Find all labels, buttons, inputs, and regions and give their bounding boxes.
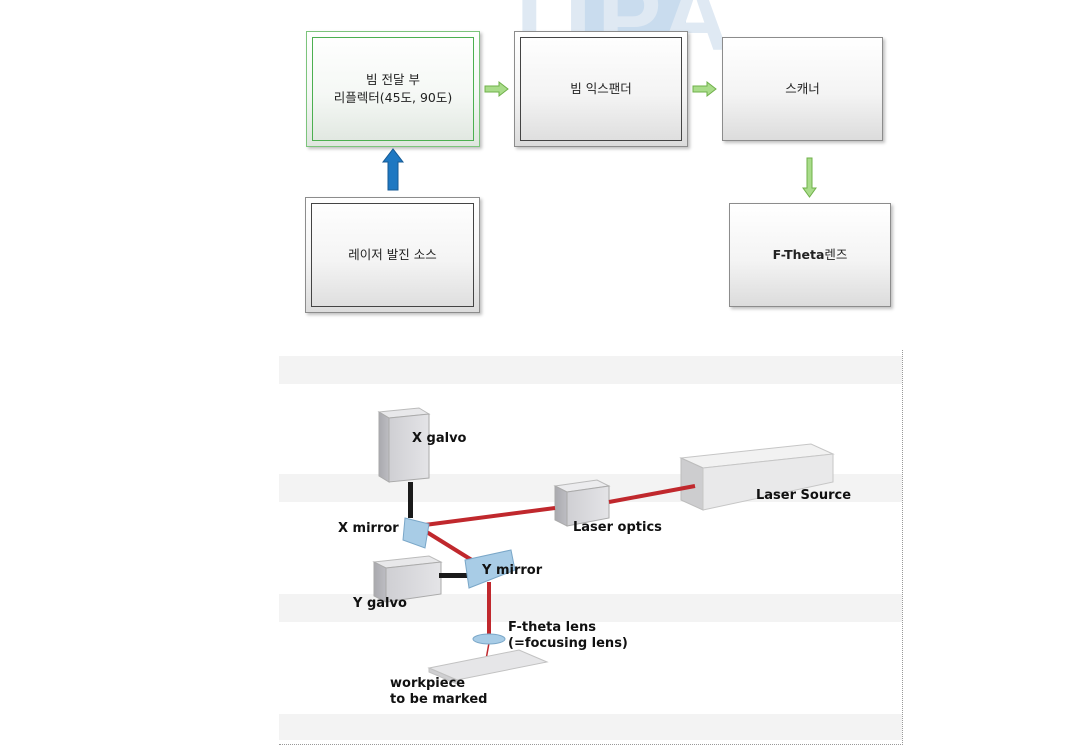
f-theta-box: F-Theta렌즈 <box>729 203 891 307</box>
beam-expander-inner-border <box>520 37 682 141</box>
bg-band-4 <box>279 714 902 740</box>
beam-delivery-text: 빔 전달 부 리플렉터(45도, 90도) <box>334 71 453 107</box>
beam-delivery-line1: 빔 전달 부 <box>366 71 420 87</box>
label-y-galvo: Y galvo <box>353 596 407 611</box>
arrow-down <box>802 157 817 198</box>
y-mirror <box>464 549 516 589</box>
label-x-galvo: X galvo <box>412 431 467 446</box>
f-theta-label-bold: F-Theta <box>772 246 825 262</box>
label-f-theta-lens: F-theta lens (=focusing lens) <box>508 620 628 651</box>
y-galvo-shaft <box>439 573 467 578</box>
y-galvo-box <box>372 555 443 603</box>
f-theta-label: F-Theta렌즈 <box>773 246 848 264</box>
scanner-box: 스캐너 <box>722 37 883 141</box>
x-galvo-box <box>377 407 431 483</box>
bg-band-1 <box>279 356 902 384</box>
arrow-right-1 <box>484 80 509 98</box>
illustration-graphics <box>372 407 835 685</box>
arrow-up-blue <box>381 148 405 191</box>
laser-optics-cube <box>553 479 611 527</box>
laser-source-label: 레이저 발진 소스 <box>348 246 437 262</box>
label-laser-source: Laser Source <box>756 488 852 503</box>
arrow-right-2 <box>692 80 717 98</box>
galvo-scanner-illustration: X galvo X mirror Laser optics Laser Sour… <box>279 350 903 745</box>
label-y-mirror: Y mirror <box>482 563 543 578</box>
scanner-label: 스캐너 <box>785 80 820 96</box>
laser-source-housing <box>679 443 835 511</box>
x-galvo-shaft <box>408 482 413 518</box>
workpiece-edge <box>428 667 458 685</box>
label-workpiece-line2: to be marked <box>390 691 488 707</box>
label-laser-optics: Laser optics <box>573 520 662 535</box>
flow-arrows <box>381 80 817 198</box>
label-f-theta-line1: F-theta lens <box>508 620 596 635</box>
beam-expander-box: 빔 익스팬더 <box>514 31 688 147</box>
laser-source-inner-border <box>311 203 474 307</box>
beam-delivery-line2: 리플렉터(45도, 90도) <box>333 90 453 105</box>
laser-source-box: 레이저 발진 소스 <box>305 197 480 313</box>
label-x-mirror: X mirror <box>338 521 399 536</box>
x-mirror <box>402 517 430 549</box>
label-workpiece-line1: workpiece <box>390 676 466 691</box>
beam-delivery-box: 빔 전달 부 리플렉터(45도, 90도) <box>306 31 480 147</box>
beam-expander-label: 빔 익스팬더 <box>570 80 632 96</box>
label-f-theta-line2: (=focusing lens) <box>508 635 628 651</box>
f-theta-label-rest: 렌즈 <box>824 246 848 262</box>
beam-delivery-inner-border <box>312 37 474 141</box>
f-theta-lens <box>472 633 506 645</box>
label-workpiece: workpiece to be marked <box>390 676 487 707</box>
